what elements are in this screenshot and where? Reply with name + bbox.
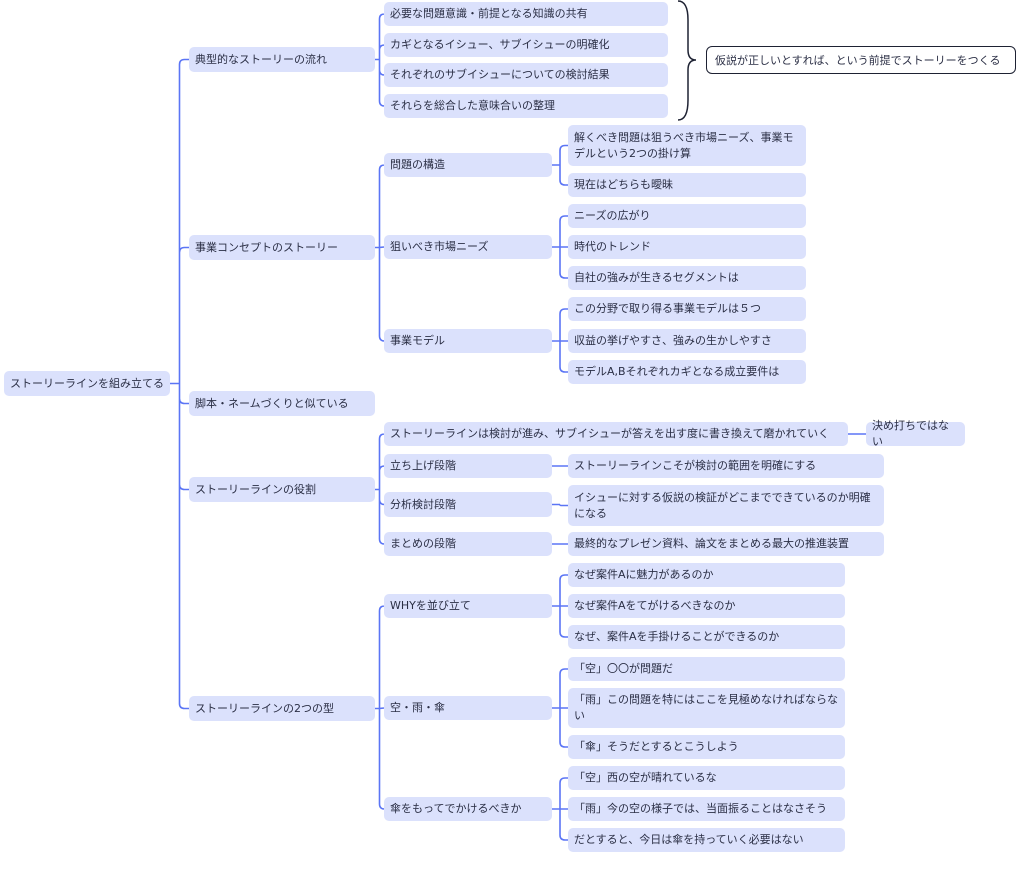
connector-line bbox=[552, 777, 568, 841]
subtopic-node[interactable]: なぜ案件Aに魅力があるのか bbox=[568, 563, 845, 587]
node-label: 「空」西の空が晴れているな bbox=[574, 771, 717, 784]
subtopic-node[interactable]: ニーズの広がり bbox=[568, 204, 806, 228]
connector-line bbox=[375, 13, 385, 107]
node-label: 時代のトレンド bbox=[574, 240, 651, 253]
connector-line bbox=[552, 308, 568, 373]
subtopic-node[interactable]: 「雨」今の空の様子では、当面振ることはなさそう bbox=[568, 797, 845, 821]
branch-node[interactable]: ストーリーラインの2つの型 bbox=[189, 696, 375, 721]
node-label: 解くべき問題は狙うべき市場ニーズ、事業モデルという2つの掛け算 bbox=[574, 130, 794, 160]
subtopic-node[interactable]: イシューに対する仮説の検証がどこまでできているのか明確になる bbox=[568, 485, 884, 526]
subtopic-node[interactable]: 時代のトレンド bbox=[568, 235, 806, 259]
node-label: 「雨」今の空の様子では、当面振ることはなさそう bbox=[574, 802, 827, 815]
summary-callout[interactable]: 仮説が正しいとすれば、という前提でストーリーをつくる bbox=[706, 46, 1016, 74]
subtopic-node[interactable]: 「空」〇〇が問題だ bbox=[568, 657, 845, 681]
topic-node[interactable]: WHYを並び立て bbox=[384, 594, 552, 618]
subtopic-node[interactable]: だとすると、今日は傘を持っていく必要はない bbox=[568, 828, 845, 852]
root-node[interactable]: ストーリーラインを組み立てる bbox=[4, 371, 170, 396]
node-label: 脚本・ネームづくりと似ている bbox=[195, 396, 349, 410]
node-label: 現在はどちらも曖昧 bbox=[574, 178, 673, 191]
node-label: なぜ案件Aをてがけるべきなのか bbox=[574, 599, 736, 612]
node-label: この分野で取り得る事業モデルは５つ bbox=[574, 302, 761, 315]
brace-icon bbox=[677, 0, 697, 121]
topic-node[interactable]: 傘をもってでかけるべきか bbox=[384, 797, 552, 821]
node-label: まとめの段階 bbox=[390, 537, 456, 550]
node-label: 狙いべき市場ニーズ bbox=[390, 240, 489, 253]
subtopic-node[interactable]: 自社の強みが生きるセグメントは bbox=[568, 266, 806, 290]
connector-line bbox=[552, 574, 568, 638]
connector-line bbox=[375, 433, 385, 545]
topic-node[interactable]: 問題の構造 bbox=[384, 153, 552, 177]
subtopic-node[interactable]: 「空」西の空が晴れているな bbox=[568, 766, 845, 790]
node-label: 典型的なストーリーの流れ bbox=[195, 52, 327, 66]
connector-line bbox=[552, 144, 568, 186]
branch-node[interactable]: 脚本・ネームづくりと似ている bbox=[189, 391, 375, 416]
node-label: 立ち上げ段階 bbox=[390, 459, 456, 472]
node-label: 事業モデル bbox=[390, 334, 445, 347]
topic-node[interactable]: 必要な問題意識・前提となる知識の共有 bbox=[384, 2, 668, 26]
node-label: 「空」〇〇が問題だ bbox=[574, 662, 673, 675]
topic-node[interactable]: 立ち上げ段階 bbox=[384, 454, 552, 478]
subtopic-node[interactable]: ストーリーラインこそが検討の範囲を明確にする bbox=[568, 454, 884, 478]
subtopic-node[interactable]: 「傘」そうだとするとこうしよう bbox=[568, 735, 845, 759]
node-label: 分析検討段階 bbox=[390, 497, 456, 511]
branch-node[interactable]: 典型的なストーリーの流れ bbox=[189, 47, 375, 72]
topic-node[interactable]: ストーリーラインは検討が進み、サブイシューが答えを出す度に書き換えて磨かれていく bbox=[384, 422, 848, 446]
node-label: ストーリーラインの2つの型 bbox=[195, 701, 334, 715]
node-label: WHYを並び立て bbox=[390, 599, 471, 612]
node-label: ストーリーラインこそが検討の範囲を明確にする bbox=[574, 459, 817, 472]
node-label: だとすると、今日は傘を持っていく必要はない bbox=[574, 833, 804, 846]
connector-line bbox=[552, 503, 568, 507]
node-label: 収益の挙げやすさ、強みの生かしやすさ bbox=[574, 334, 772, 347]
topic-node[interactable]: 事業モデル bbox=[384, 329, 552, 353]
node-label: 自社の強みが生きるセグメントは bbox=[574, 271, 739, 284]
node-label: 空・雨・傘 bbox=[390, 701, 445, 714]
node-label: ニーズの広がり bbox=[574, 209, 651, 222]
node-label: なぜ案件Aに魅力があるのか bbox=[574, 568, 714, 581]
branch-node[interactable]: ストーリーラインの役割 bbox=[189, 477, 375, 502]
subtopic-node[interactable]: 現在はどちらも曖昧 bbox=[568, 173, 806, 197]
subtopic-node[interactable]: モデルA,Bそれぞれカギとなる成立要件は bbox=[568, 360, 806, 384]
subtopic-node[interactable]: 「雨」この問題を特にはここを見極めなければならない bbox=[568, 688, 845, 728]
topic-node[interactable]: まとめの段階 bbox=[384, 532, 552, 556]
subtopic-node[interactable]: なぜ案件Aをてがけるべきなのか bbox=[568, 594, 845, 618]
subtopic-node[interactable]: 最終的なプレゼン資料、論文をまとめる最大の推進装置 bbox=[568, 532, 884, 556]
branch-node[interactable]: 事業コンセプトのストーリー bbox=[189, 235, 375, 260]
topic-node[interactable]: それぞれのサブイシューについての検討結果 bbox=[384, 63, 668, 87]
node-label: 傘をもってでかけるべきか bbox=[390, 802, 522, 815]
node-label: 最終的なプレゼン資料、論文をまとめる最大の推進装置 bbox=[574, 537, 849, 550]
topic-node[interactable]: 狙いべき市場ニーズ bbox=[384, 235, 552, 259]
subtopic-node[interactable]: この分野で取り得る事業モデルは５つ bbox=[568, 297, 806, 321]
subtopic-node[interactable]: 決め打ちではない bbox=[866, 419, 965, 448]
subtopic-node[interactable]: なぜ、案件Aを手掛けることができるのか bbox=[568, 625, 845, 649]
subtopic-node[interactable]: 解くべき問題は狙うべき市場ニーズ、事業モデルという2つの掛け算 bbox=[568, 125, 806, 166]
node-label: 事業コンセプトのストーリー bbox=[195, 240, 338, 254]
node-label: 「雨」この問題を特にはここを見極めなければならない bbox=[574, 693, 838, 722]
node-label: それらを総合した意味合いの整理 bbox=[390, 99, 555, 112]
connector-line bbox=[552, 215, 568, 279]
connector-line bbox=[375, 164, 385, 342]
node-label: 必要な問題意識・前提となる知識の共有 bbox=[390, 7, 588, 20]
node-label: モデルA,Bそれぞれカギとなる成立要件は bbox=[574, 365, 780, 378]
node-label: 問題の構造 bbox=[390, 158, 445, 171]
topic-node[interactable]: カギとなるイシュー、サブイシューの明確化 bbox=[384, 33, 668, 57]
node-label: なぜ、案件Aを手掛けることができるのか bbox=[574, 630, 780, 643]
topic-node[interactable]: 分析検討段階 bbox=[384, 492, 552, 517]
subtopic-node[interactable]: 収益の挙げやすさ、強みの生かしやすさ bbox=[568, 329, 806, 353]
node-label: ストーリーラインの役割 bbox=[195, 482, 316, 496]
node-label: ストーリーラインを組み立てる bbox=[10, 376, 164, 390]
node-label: イシューに対する仮説の検証がどこまでできているのか明確になる bbox=[574, 490, 871, 520]
connector-line bbox=[552, 668, 568, 748]
connector-line bbox=[170, 58, 189, 710]
node-label: 「傘」そうだとするとこうしよう bbox=[574, 740, 739, 753]
node-label: 決め打ちではない bbox=[872, 419, 949, 448]
node-label: カギとなるイシュー、サブイシューの明確化 bbox=[390, 38, 610, 51]
callout-label: 仮説が正しいとすれば、という前提でストーリーをつくる bbox=[715, 54, 1001, 67]
node-label: ストーリーラインは検討が進み、サブイシューが答えを出す度に書き換えて磨かれていく bbox=[390, 427, 830, 440]
connector-line bbox=[375, 605, 385, 810]
node-label: それぞれのサブイシューについての検討結果 bbox=[390, 68, 610, 81]
topic-node[interactable]: 空・雨・傘 bbox=[384, 696, 552, 720]
topic-node[interactable]: それらを総合した意味合いの整理 bbox=[384, 94, 668, 118]
